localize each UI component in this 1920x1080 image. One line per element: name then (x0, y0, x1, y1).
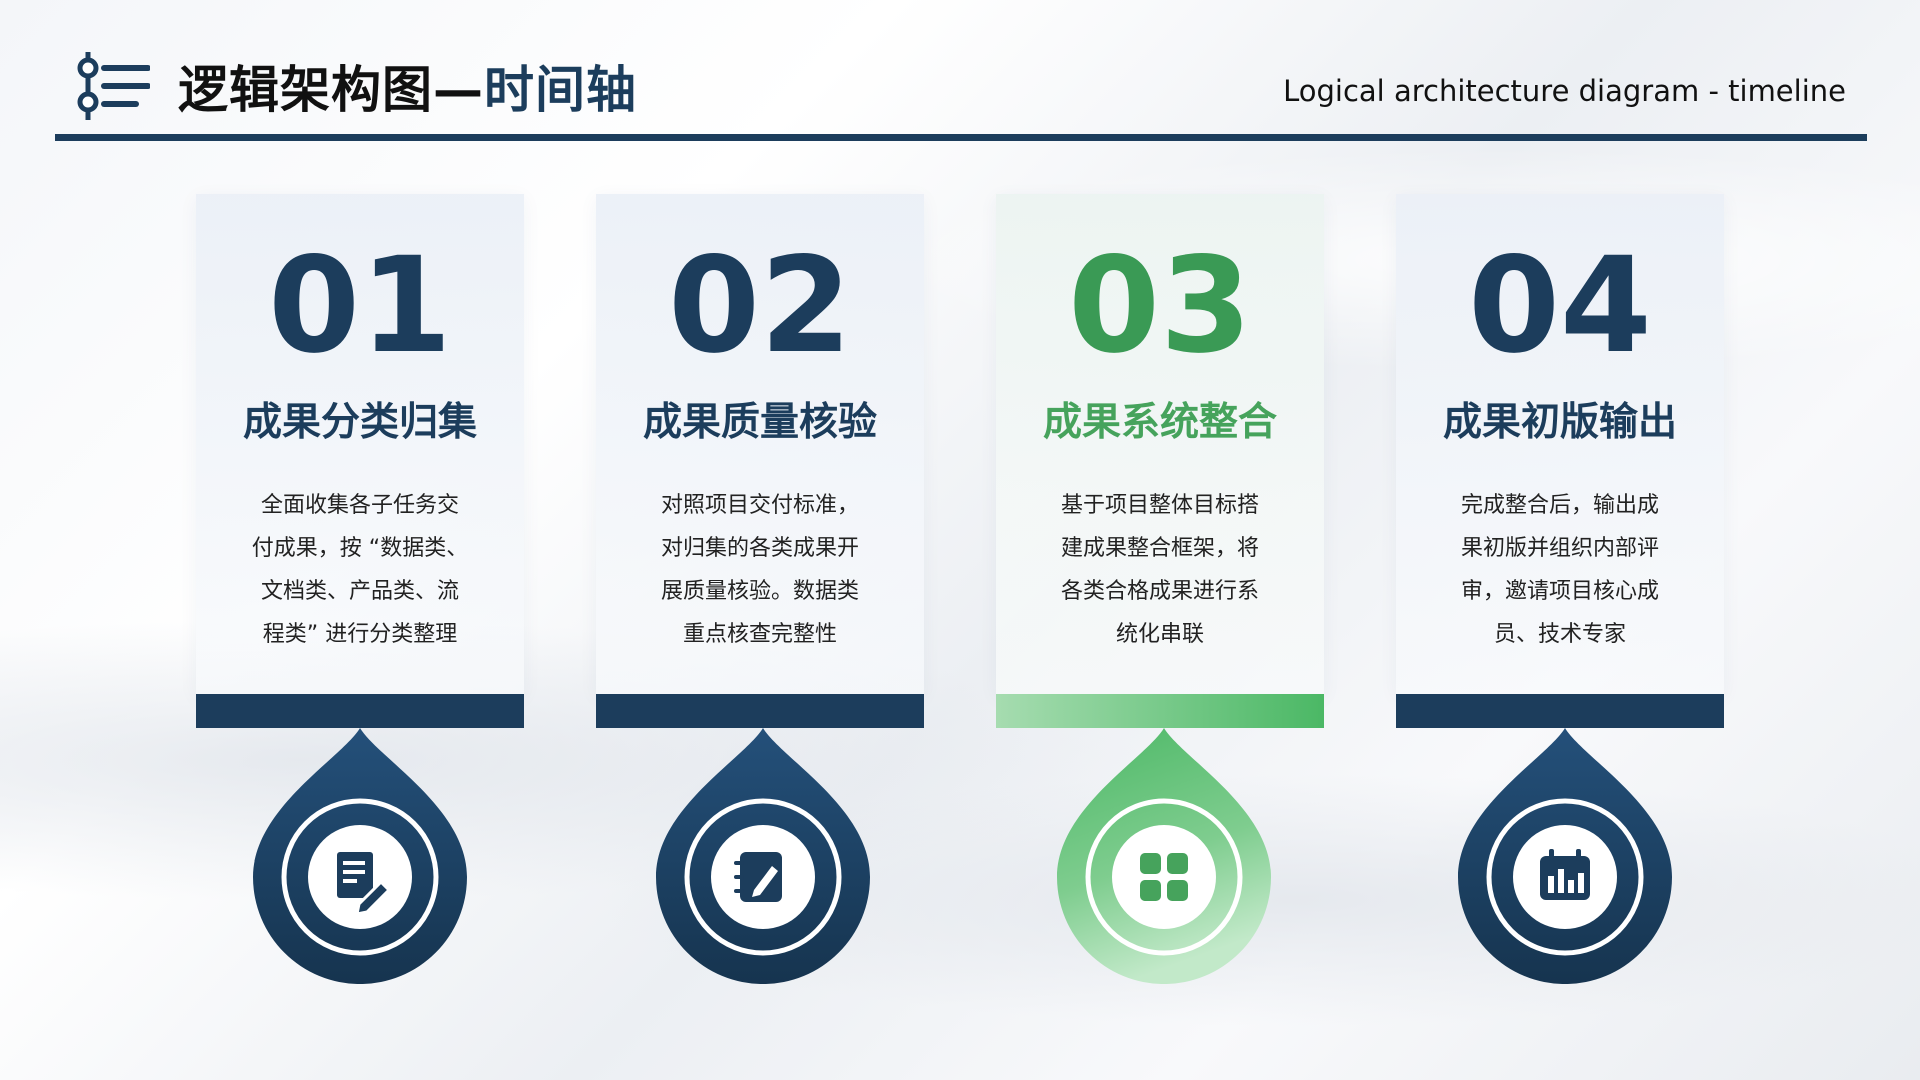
step-card-1: 01 成果分类归集 全面收集各子任务交 付成果，按 “数据类、 文档类、产品类、… (196, 194, 524, 694)
desc-line: 各类合格成果进行系 (1060, 579, 1259, 604)
desc-line: 完成整合后，输出成 (1460, 493, 1659, 518)
step-bar-4 (1396, 694, 1724, 728)
step-card-4: 04 成果初版输出 完成整合后，输出成 果初版并组织内部评 审，邀请项目核心成 … (1396, 194, 1724, 694)
drop-marker-4 (1458, 728, 1672, 984)
step-title: 成果分类归集 (242, 400, 477, 445)
desc-line: 基于项目整体目标搭 (1060, 493, 1259, 518)
step-description: 完成整合后，输出成 果初版并组织内部评 审，邀请项目核心成 员、技术专家 (1434, 484, 1686, 656)
desc-line: 果初版并组织内部评 (1460, 536, 1659, 561)
timeline-list-icon (77, 52, 150, 120)
desc-line: 重点核查完整性 (682, 622, 837, 647)
document-edit-icon (337, 852, 392, 916)
step-number: 01 (268, 229, 452, 383)
calendar-chart-icon (1540, 849, 1590, 900)
header-divider (55, 134, 1867, 141)
step-title: 成果质量核验 (642, 400, 877, 445)
desc-line: 对照项目交付标准， (660, 493, 859, 518)
step-description: 对照项目交付标准， 对归集的各类成果开 展质量核验。数据类 重点核查完整性 (634, 484, 886, 656)
step-title: 成果系统整合 (1042, 400, 1277, 445)
step-card-2: 02 成果质量核验 对照项目交付标准， 对归集的各类成果开 展质量核验。数据类 … (596, 194, 924, 694)
title-main: 逻辑架构图— (178, 61, 484, 119)
step-bar-3 (996, 694, 1324, 728)
title-accent: 时间轴 (484, 61, 637, 119)
step-description: 全面收集各子任务交 付成果，按 “数据类、 文档类、产品类、流 程类” 进行分类… (234, 484, 486, 656)
desc-line: 建成果整合框架，将 (1060, 536, 1259, 561)
desc-line: 程类” 进行分类整理 (262, 622, 458, 647)
step-number: 04 (1468, 229, 1652, 383)
step-number: 03 (1068, 229, 1252, 383)
desc-line: 展质量核验。数据类 (660, 579, 859, 604)
desc-line: 文档类、产品类、流 (260, 579, 459, 604)
drop-marker-3 (1057, 728, 1271, 984)
step-title: 成果初版输出 (1442, 400, 1677, 445)
step-number: 02 (668, 229, 852, 383)
step-card-3: 03 成果系统整合 基于项目整体目标搭 建成果整合框架，将 各类合格成果进行系 … (996, 194, 1324, 694)
page-subtitle: Logical architecture diagram - timeline (1283, 74, 1846, 108)
desc-line: 全面收集各子任务交 (260, 493, 459, 518)
drop-marker-1 (253, 728, 467, 984)
step-bar-2 (596, 694, 924, 728)
page-title: 逻辑架构图—时间轴 (178, 58, 637, 122)
desc-line: 付成果，按 “数据类、 (251, 536, 469, 561)
desc-line: 对归集的各类成果开 (660, 536, 859, 561)
drop-marker-2 (656, 728, 870, 984)
desc-line: 统化串联 (1115, 622, 1204, 647)
desc-line: 员、技术专家 (1493, 622, 1626, 647)
desc-line: 审，邀请项目核心成 (1460, 579, 1659, 604)
step-description: 基于项目整体目标搭 建成果整合框架，将 各类合格成果进行系 统化串联 (1034, 484, 1286, 656)
step-bar-1 (196, 694, 524, 728)
grid-apps-icon (1140, 853, 1188, 901)
notebook-pen-icon (734, 852, 782, 902)
